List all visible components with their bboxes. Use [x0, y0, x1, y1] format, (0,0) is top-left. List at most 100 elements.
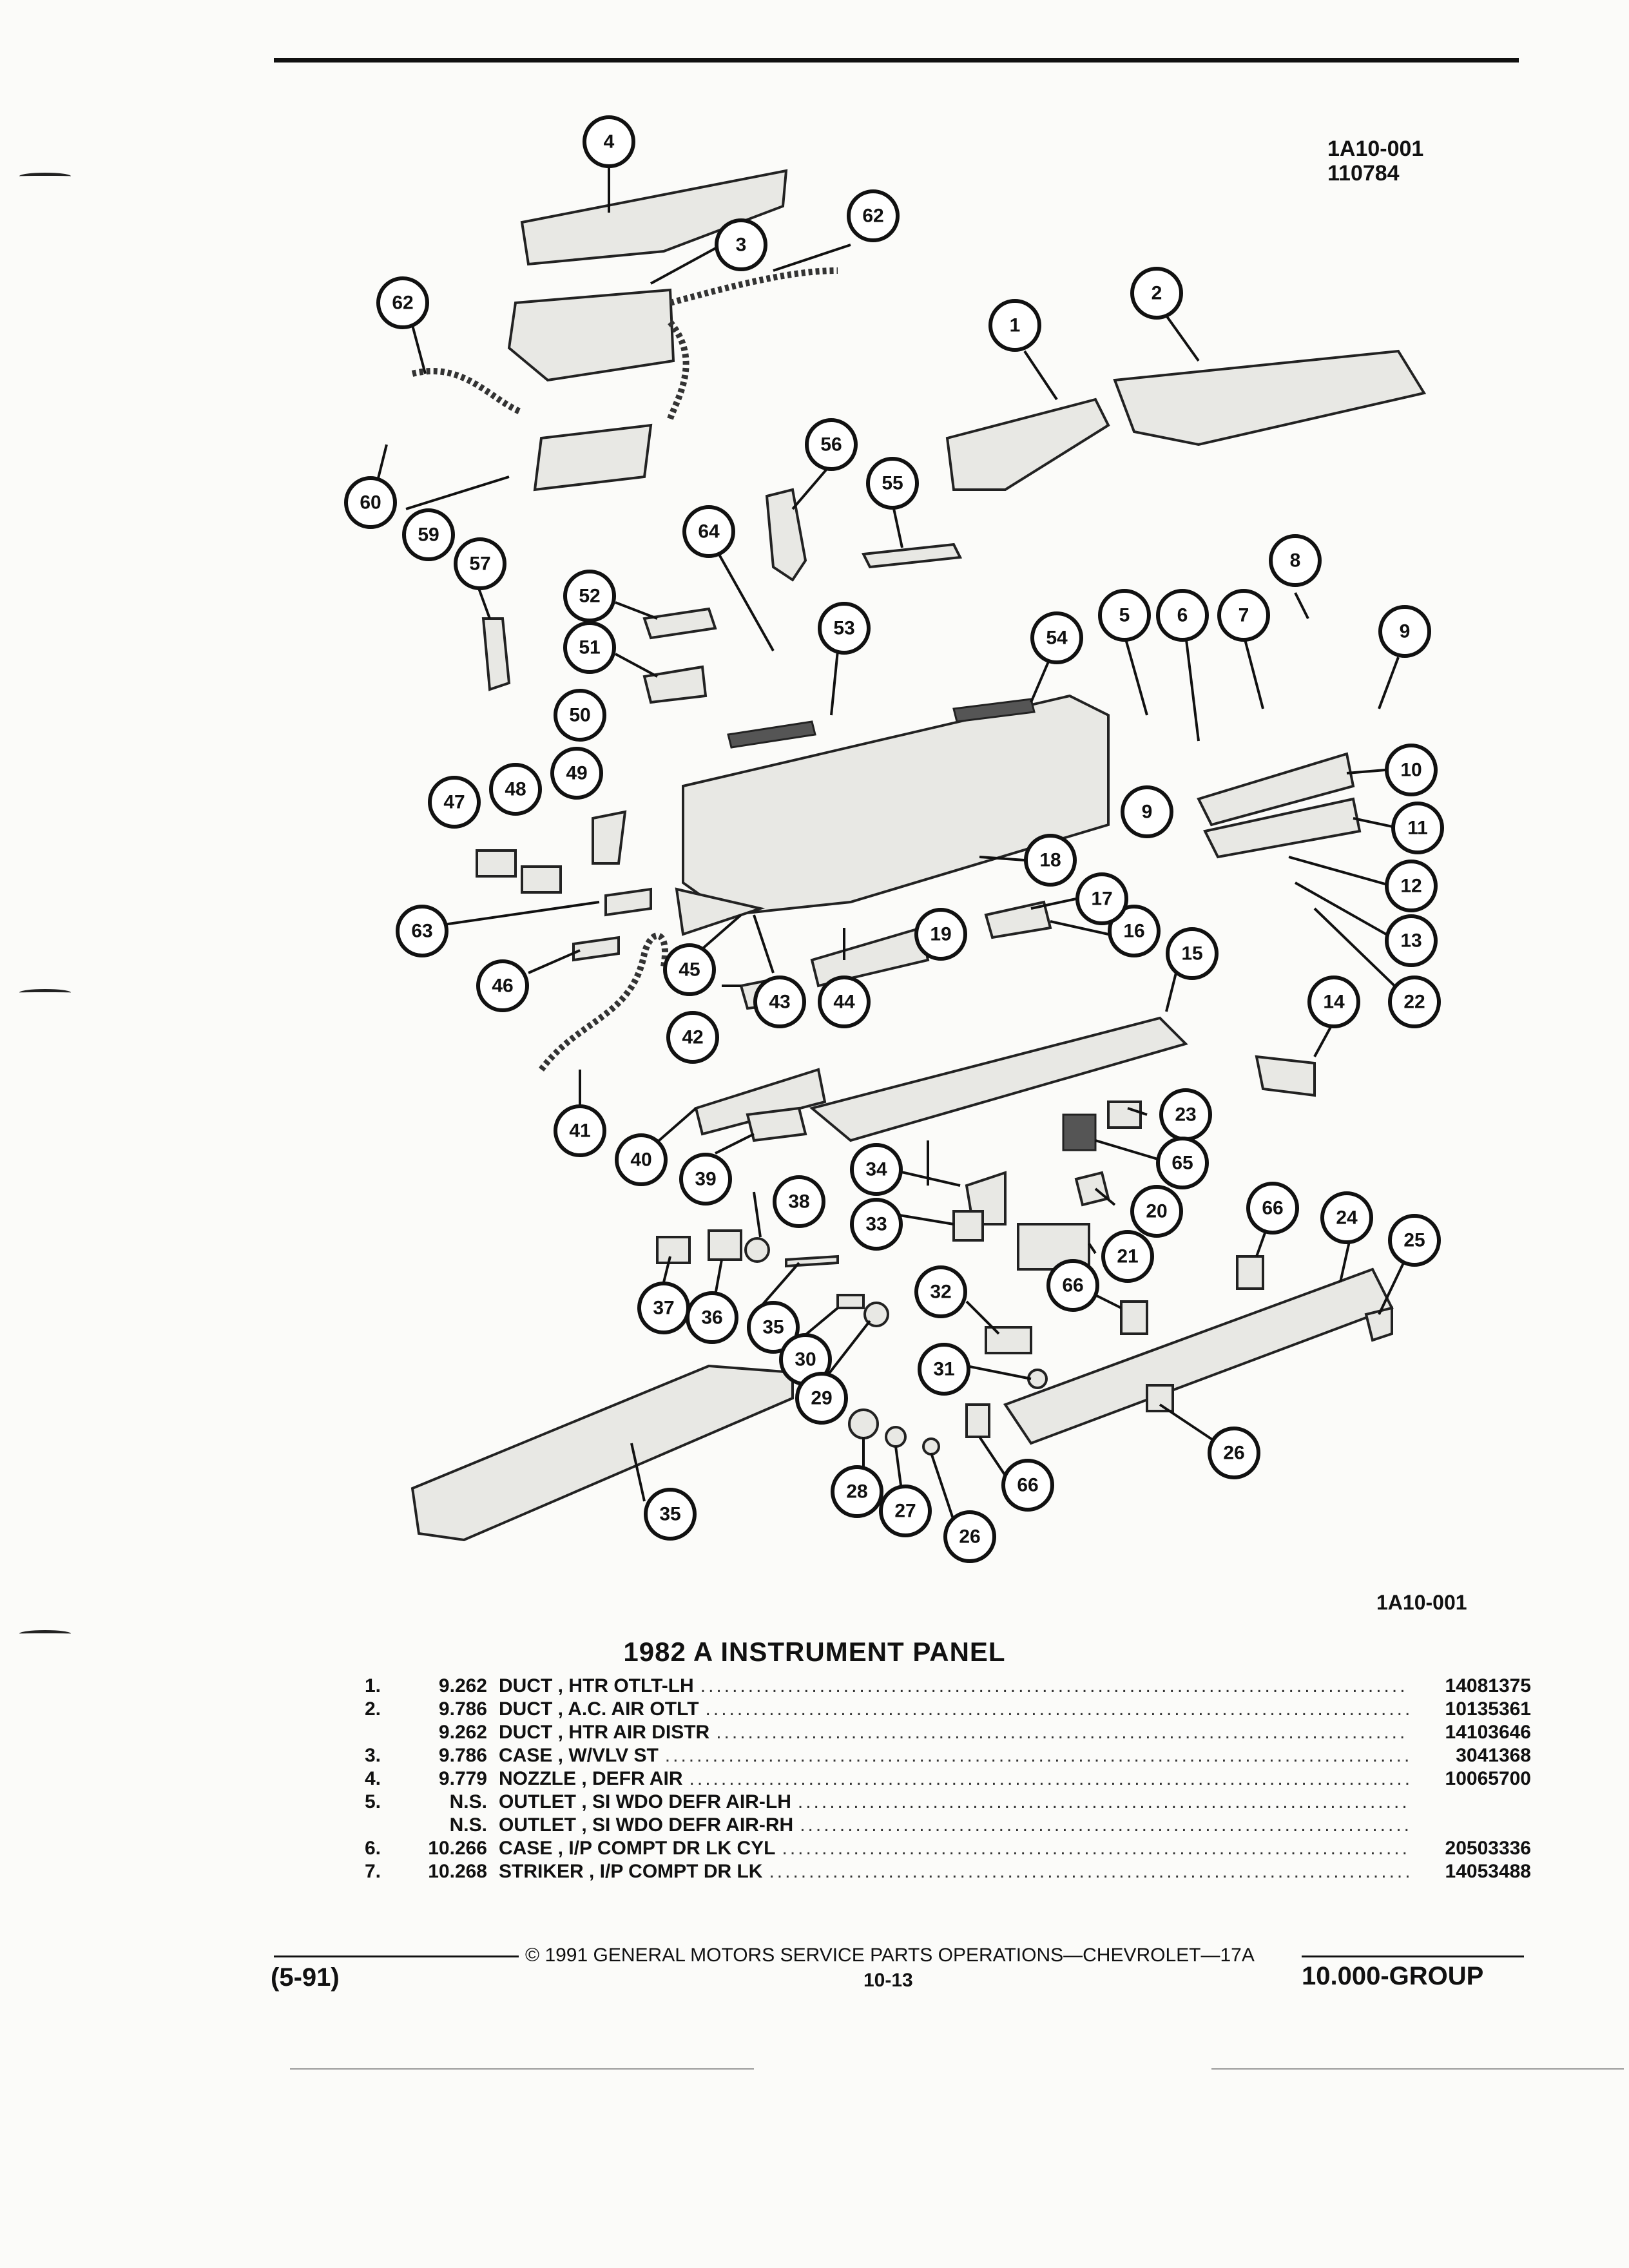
- callout-38: 36: [686, 1291, 738, 1344]
- valve-case: [507, 288, 675, 382]
- callout-31: 30: [779, 1333, 832, 1386]
- margin-mark: [19, 1630, 71, 1637]
- callout-51: 49: [550, 747, 603, 800]
- svg-text:32: 32: [930, 1282, 951, 1303]
- svg-text:51: 51: [579, 637, 600, 658]
- callout-6: 6: [1156, 589, 1209, 642]
- callout-20: 20: [1130, 1185, 1183, 1238]
- footer-group: 10.000-GROUP: [1302, 1962, 1484, 1990]
- svg-text:25: 25: [1403, 1230, 1425, 1251]
- svg-text:47: 47: [443, 792, 465, 813]
- panel-vent: [727, 720, 816, 749]
- part-33: [985, 1326, 1032, 1354]
- part-65: [1062, 1113, 1097, 1151]
- svg-text:65: 65: [1171, 1153, 1193, 1174]
- svg-text:38: 38: [788, 1191, 809, 1213]
- page-title: 1982 A INSTRUMENT PANEL: [623, 1637, 1006, 1667]
- svg-text:9: 9: [1400, 621, 1411, 642]
- svg-text:62: 62: [862, 206, 883, 227]
- callout-50: 48: [489, 763, 542, 816]
- instrument-panel: [682, 694, 1110, 917]
- callout-60: 59: [402, 508, 455, 561]
- callout-37: 35: [747, 1301, 800, 1354]
- svg-text:16: 16: [1123, 921, 1144, 942]
- callout-66: 66: [1246, 1182, 1299, 1235]
- svg-text:34: 34: [865, 1159, 887, 1180]
- svg-text:4: 4: [604, 131, 615, 153]
- svg-text:63: 63: [411, 921, 432, 942]
- distributor-duct: [533, 423, 653, 492]
- diagram-code-1: 1A10-001: [1327, 137, 1424, 161]
- hose-right: [669, 267, 838, 306]
- svg-text:17: 17: [1091, 889, 1112, 910]
- callout-55: 53: [818, 602, 871, 655]
- callout-36: 35: [644, 1488, 697, 1541]
- svg-text:46: 46: [492, 975, 513, 997]
- callout-4: 4: [583, 115, 635, 168]
- callout-9: 9: [1378, 605, 1431, 658]
- svg-text:42: 42: [682, 1027, 703, 1048]
- svg-text:45: 45: [679, 959, 700, 981]
- svg-text:26: 26: [1223, 1443, 1244, 1464]
- callout-33: 32: [914, 1265, 967, 1318]
- callout-44: 42: [666, 1011, 719, 1064]
- scan-artifact: [290, 2068, 754, 2070]
- part-66b: [1120, 1300, 1148, 1335]
- svg-text:53: 53: [833, 618, 854, 639]
- callout-12: 12: [1385, 860, 1438, 912]
- svg-text:66: 66: [1062, 1275, 1083, 1296]
- center-bezel: [810, 926, 930, 988]
- svg-text:21: 21: [1117, 1246, 1138, 1267]
- callout-58: 56: [805, 418, 858, 471]
- part-40: [744, 1237, 770, 1263]
- callout-29: 28: [831, 1465, 883, 1518]
- insulator-54: [642, 607, 717, 640]
- svg-text:12: 12: [1400, 876, 1422, 897]
- cover-53: [642, 665, 708, 704]
- footer-date: (5-91): [271, 1963, 340, 1992]
- svg-text:52: 52: [579, 586, 600, 607]
- bracket-59: [481, 617, 511, 691]
- svg-text:24: 24: [1336, 1207, 1358, 1229]
- part-51: [592, 810, 627, 865]
- callout-14: 14: [1307, 975, 1360, 1028]
- svg-text:3: 3: [736, 235, 747, 256]
- callout-59: 57: [454, 537, 506, 590]
- svg-text:64: 64: [698, 521, 720, 543]
- callout-1: 1: [988, 299, 1041, 352]
- callout-62: 62: [847, 189, 900, 242]
- svg-text:28: 28: [846, 1481, 867, 1503]
- part-26: [1146, 1384, 1174, 1412]
- svg-text:22: 22: [1403, 992, 1425, 1013]
- svg-text:43: 43: [769, 992, 790, 1013]
- svg-text:36: 36: [701, 1307, 722, 1329]
- part-28: [885, 1426, 907, 1448]
- part-49: [476, 849, 517, 878]
- footer-copyright: © 1991 GENERAL MOTORS SERVICE PARTS OPER…: [525, 1945, 1255, 1966]
- part-41: [746, 1106, 807, 1142]
- callout-25: 25: [1388, 1214, 1441, 1267]
- svg-text:19: 19: [930, 924, 951, 945]
- svg-text:18: 18: [1039, 850, 1061, 871]
- svg-text:26: 26: [959, 1526, 980, 1548]
- callout-49: 47: [428, 776, 481, 829]
- svg-text:56: 56: [820, 434, 842, 456]
- part-23: [1107, 1100, 1142, 1129]
- svg-text:37: 37: [653, 1298, 674, 1319]
- svg-text:20: 20: [1146, 1201, 1167, 1222]
- callout-39: 37: [637, 1282, 690, 1334]
- callout-19: 19: [914, 908, 967, 961]
- footer-rule-right: [1302, 1956, 1524, 1957]
- svg-text:66: 66: [1262, 1198, 1283, 1219]
- callout-15: 15: [1166, 927, 1219, 980]
- callout-30: 29: [795, 1372, 848, 1425]
- callout-7: 7: [1217, 589, 1270, 642]
- svg-text:10: 10: [1400, 760, 1422, 781]
- part-20: [1074, 1171, 1110, 1207]
- svg-text:30: 30: [795, 1349, 816, 1370]
- svg-text:8: 8: [1290, 550, 1301, 572]
